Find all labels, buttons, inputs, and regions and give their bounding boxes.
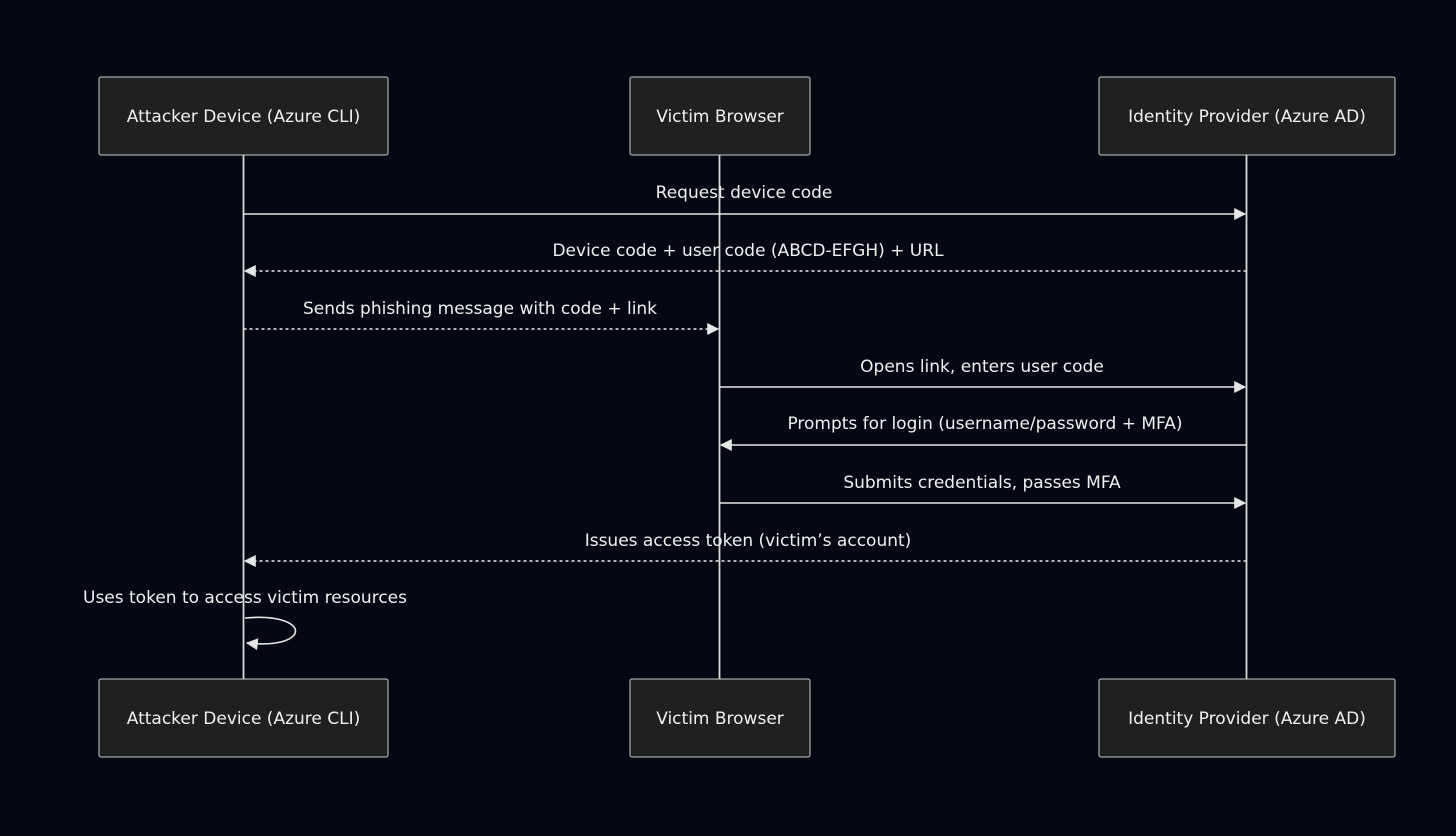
message-use-token: Uses token to access victim resources bbox=[83, 588, 407, 651]
actor-victim-bottom: Victim Browser bbox=[629, 678, 811, 758]
message-label: Sends phishing message with code + link bbox=[303, 299, 657, 319]
message-label: Uses token to access victim resources bbox=[83, 588, 407, 608]
actor-idp-bottom-label: Identity Provider (Azure AD) bbox=[1128, 709, 1366, 729]
message-device-code-response: Device code + user code (ABCD-EFGH) + UR… bbox=[243, 241, 1247, 277]
actor-attacker-top: Attacker Device (Azure CLI) bbox=[98, 76, 389, 156]
actor-idp-top: Identity Provider (Azure AD) bbox=[1098, 76, 1396, 156]
message-label: Issues access token (victim’s account) bbox=[585, 531, 912, 551]
actor-victim-bottom-label: Victim Browser bbox=[656, 709, 784, 729]
actor-idp-top-label: Identity Provider (Azure AD) bbox=[1128, 107, 1366, 127]
message-open-link: Opens link, enters user code bbox=[719, 357, 1247, 393]
actor-victim-top-label: Victim Browser bbox=[656, 107, 784, 127]
actor-attacker-bottom: Attacker Device (Azure CLI) bbox=[98, 678, 389, 758]
message-label: Opens link, enters user code bbox=[860, 357, 1104, 377]
actor-victim-top: Victim Browser bbox=[629, 76, 811, 156]
message-submit-credentials: Submits credentials, passes MFA bbox=[719, 473, 1247, 509]
message-label: Prompts for login (username/password + M… bbox=[787, 414, 1182, 434]
message-label: Device code + user code (ABCD-EFGH) + UR… bbox=[552, 241, 944, 261]
message-request-device-code: Request device code bbox=[243, 183, 1247, 220]
message-prompt-login: Prompts for login (username/password + M… bbox=[719, 414, 1247, 451]
actor-attacker-top-label: Attacker Device (Azure CLI) bbox=[127, 107, 360, 127]
actor-attacker-bottom-label: Attacker Device (Azure CLI) bbox=[127, 709, 360, 729]
message-phishing: Sends phishing message with code + link bbox=[243, 299, 720, 335]
actor-idp-bottom: Identity Provider (Azure AD) bbox=[1098, 678, 1396, 758]
message-label: Submits credentials, passes MFA bbox=[843, 473, 1121, 493]
message-issue-token: Issues access token (victim’s account) bbox=[243, 531, 1247, 567]
message-label: Request device code bbox=[656, 183, 833, 203]
